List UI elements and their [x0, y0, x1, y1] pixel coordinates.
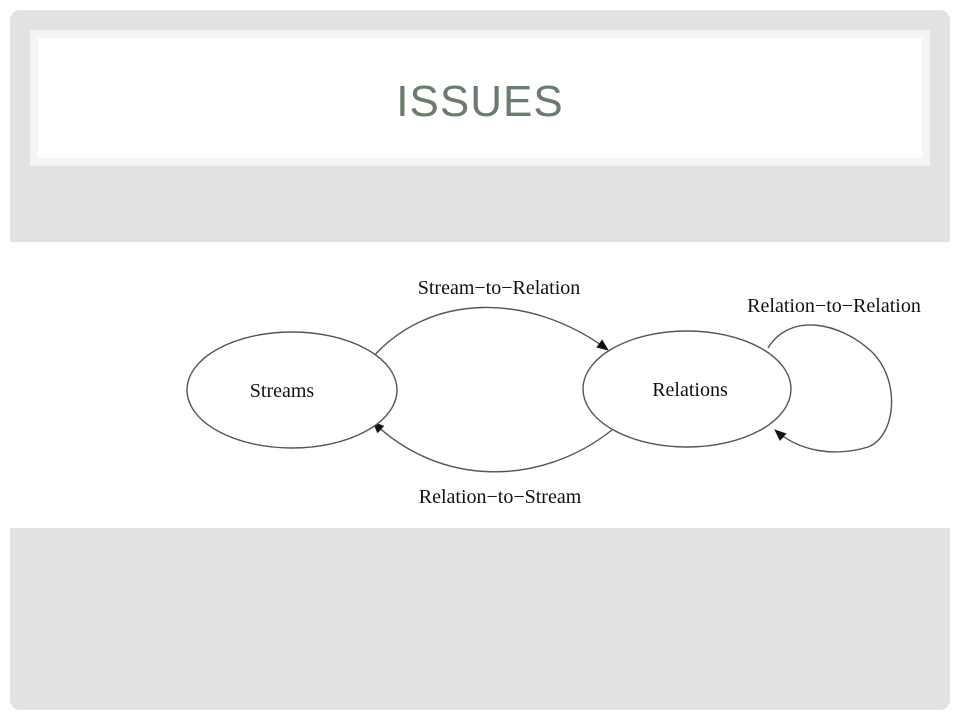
node-relations: [582, 330, 792, 448]
state-diagram: Streams Relations Stream−to−Relation Rel…: [186, 277, 921, 508]
slide-title: ISSUES: [396, 77, 564, 126]
edge-label-stream-to-relation: Stream−to−Relation: [418, 277, 581, 299]
node-streams: [186, 331, 398, 449]
diagram-panel: Streams Relations Stream−to−Relation Rel…: [10, 242, 950, 528]
edge-relation-to-relation: [767, 324, 893, 453]
edge-label-relation-to-relation: Relation−to−Relation: [747, 295, 921, 317]
edge-relation-to-stream: [372, 421, 613, 473]
slide: ISSUES Streams Relations Stream−to−Relat…: [10, 10, 950, 710]
node-relations-label: Relations: [652, 379, 728, 401]
edge-stream-to-relation: [371, 306, 609, 359]
title-box: ISSUES: [30, 30, 930, 166]
edge-label-relation-to-stream: Relation−to−Stream: [419, 486, 582, 508]
node-streams-label: Streams: [250, 380, 315, 402]
